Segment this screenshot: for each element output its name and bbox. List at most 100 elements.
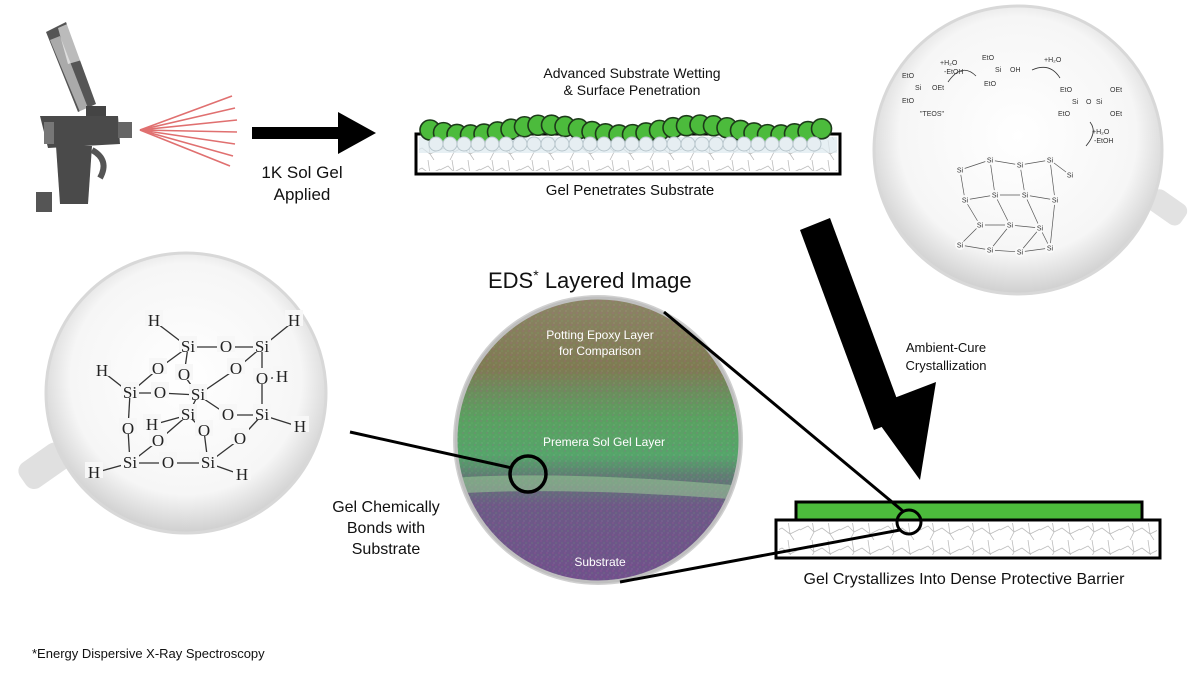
atom-hydrogen: H (294, 417, 306, 436)
atom-silicon: Si (255, 405, 269, 424)
substrate-pore (666, 136, 682, 152)
svg-text:Si: Si (957, 243, 964, 250)
bonds-label-line2: Bonds with (347, 520, 425, 537)
substrate-pore (652, 136, 668, 152)
wetting-label-line1: Advanced Substrate Wetting (543, 65, 720, 81)
svg-text:Si: Si (1017, 163, 1024, 170)
bonds-label-line1: Gel Chemically (332, 499, 440, 516)
svg-text:EtO: EtO (902, 98, 915, 105)
cure-label-line1: Ambient-Cure (906, 340, 986, 355)
reaction-magnifier (872, 4, 1188, 296)
atom-hydrogen: H (288, 311, 300, 330)
atom-silicon: Si (255, 337, 269, 356)
svg-text:+H₂O: +H₂O (1044, 57, 1062, 64)
applied-label-line2: Applied (274, 185, 331, 204)
substrate-pore (792, 136, 808, 152)
substrate-pore (554, 136, 570, 152)
svg-text:OH: OH (1010, 67, 1021, 74)
reaction-scheme: EtO Si OEt EtO "TEOS" +H₂O -EtOH EtO Si … (902, 55, 1122, 257)
svg-text:Si: Si (957, 168, 964, 175)
applied-label-line1: 1K Sol Gel (261, 163, 342, 182)
substrate-pore (778, 136, 794, 152)
barrier-block (774, 500, 1162, 560)
barrier-label: Gel Crystallizes Into Dense Protective B… (804, 571, 1126, 588)
bonds-label-line3: Substrate (352, 541, 421, 558)
svg-text:Si: Si (1022, 193, 1029, 200)
svg-text:EtO: EtO (982, 55, 995, 62)
substrate-pore (624, 136, 640, 152)
eds-layer-solgel: Premera Sol Gel Layer (543, 435, 665, 449)
substrate-pore (498, 136, 514, 152)
svg-text:Si: Si (1037, 226, 1044, 233)
cure-label-line2: Crystallization (906, 358, 987, 373)
spray-gun-icon (36, 22, 132, 212)
eds-layer-epoxy-line1: Potting Epoxy Layer (546, 328, 653, 342)
substrate-pore (568, 136, 584, 152)
svg-text:EtO: EtO (1060, 87, 1073, 94)
svg-text:Si: Si (1047, 246, 1054, 253)
atom-silicon: Si (181, 405, 195, 424)
svg-text:Si: Si (1096, 99, 1103, 106)
arrow-spray-to-gel (252, 112, 376, 154)
atom-oxygen: O (178, 365, 190, 384)
atom-hydrogen: H (146, 415, 158, 434)
svg-text:EtO: EtO (1058, 111, 1071, 118)
substrate-pore (526, 136, 542, 152)
svg-text:EtO: EtO (984, 81, 997, 88)
svg-text:Si: Si (1017, 250, 1024, 257)
substrate-pore (484, 136, 500, 152)
eds-layer-epoxy-line2: for Comparison (559, 344, 641, 358)
substrate-pore (456, 136, 472, 152)
atom-oxygen: O (230, 359, 242, 378)
svg-text:-EtOH: -EtOH (1094, 138, 1113, 145)
eds-title: EDS* Layered Image (488, 267, 692, 293)
atom-oxygen: O (198, 421, 210, 440)
substrate-pore (638, 136, 654, 152)
atom-silicon: Si (181, 337, 195, 356)
svg-text:EtO: EtO (902, 73, 915, 80)
gel-bead (810, 118, 833, 140)
substrate-pore (428, 136, 444, 152)
substrate-pore (736, 136, 752, 152)
svg-text:Si: Si (1072, 99, 1079, 106)
atom-silicon: Si (123, 453, 137, 472)
substrate-pore (540, 136, 556, 152)
atom-hydrogen: H (236, 465, 248, 484)
atom-oxygen: O (152, 431, 164, 450)
connector-lines (349, 310, 905, 584)
atom-hydrogen: H (88, 463, 100, 482)
svg-text:"TEOS": "TEOS" (920, 111, 945, 118)
substrate-pore (680, 136, 696, 152)
svg-text:Si: Si (1007, 223, 1014, 230)
svg-text:Si: Si (977, 223, 984, 230)
svg-text:Si: Si (962, 198, 969, 205)
svg-text:Si: Si (987, 248, 994, 255)
atom-silicon: Si (123, 383, 137, 402)
svg-text:Si: Si (1047, 158, 1054, 165)
substrate-pore (596, 136, 612, 152)
zoom-circle-eds (508, 454, 548, 494)
eds-layer-substrate: Substrate (574, 555, 626, 569)
substrate-pore (694, 136, 710, 152)
atom-silicon: Si (201, 453, 215, 472)
svg-text:O: O (1086, 99, 1092, 106)
atom-oxygen: O (222, 405, 234, 424)
svg-text:Si: Si (1067, 173, 1074, 180)
zoom-circle-barrier (895, 508, 923, 536)
penetrates-label: Gel Penetrates Substrate (546, 182, 714, 199)
substrate-pore (750, 136, 766, 152)
atom-hydrogen: H (96, 361, 108, 380)
eds-image (453, 295, 743, 585)
wetting-label-line2: & Surface Penetration (564, 82, 701, 98)
svg-text:Si: Si (987, 158, 994, 165)
svg-text:OEt: OEt (1110, 87, 1122, 94)
gel-beads (419, 114, 833, 152)
footnote: *Energy Dispersive X-Ray Spectroscopy (32, 646, 265, 661)
arrow-cure (800, 218, 936, 480)
atom-oxygen: O (152, 359, 164, 378)
svg-text:Si: Si (1052, 198, 1059, 205)
atom-oxygen: O (154, 383, 166, 402)
svg-text:+H₂O: +H₂O (940, 60, 958, 67)
svg-text:Si: Si (915, 85, 922, 92)
